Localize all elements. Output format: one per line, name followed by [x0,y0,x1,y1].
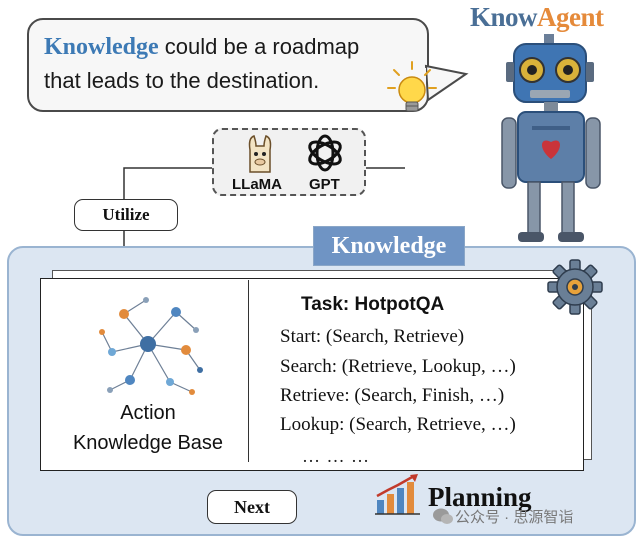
action-knowledge-base-label: Action Knowledge Base [48,398,248,458]
openai-icon [308,134,342,172]
akb-line1: Action [120,402,176,424]
utilize-label: Utilize [74,199,178,231]
bubble-text: Knowledge could be a roadmap that leads … [44,30,424,97]
robot-icon [501,34,601,242]
speech-bubble [27,18,429,112]
rules-ellipsis: … … … [302,446,370,466]
rule-retrieve: Retrieve: (Search, Finish, …) [280,385,505,406]
gpt-label: GPT [309,176,340,193]
brand-part-agent: Agent [537,2,604,32]
next-label: Next [207,490,297,524]
llama-icon [248,135,272,173]
gear-icon [547,259,603,315]
rule-search: Search: (Retrieve, Lookup, …) [280,356,516,377]
task-title: Task: HotpotQA [301,294,445,315]
wechat-icon [433,508,453,524]
watermark-text: 公众号 · 思源智诣 [455,509,574,526]
rule-start: Start: (Search, Retrieve) [280,326,465,347]
lightbulb-icon [387,61,437,112]
content-divider [248,280,249,462]
bubble-line2: that leads to the destination. [44,68,320,93]
knowledge-graph-icon [99,297,203,395]
bubble-line1: could be a roadmap [158,34,360,59]
knowagent-logo: KnowAgent [470,2,604,33]
planning-label: Planning [428,482,532,512]
bar-chart-icon [375,474,420,515]
knowledge-tag: Knowledge [313,226,465,266]
llama-label: LLaMA [232,176,282,193]
brand-part-know: Know [470,2,538,32]
rule-lookup: Lookup: (Search, Retrieve, …) [280,414,516,435]
bubble-keyword: Knowledge [44,34,159,60]
akb-line2: Knowledge Base [72,432,224,454]
